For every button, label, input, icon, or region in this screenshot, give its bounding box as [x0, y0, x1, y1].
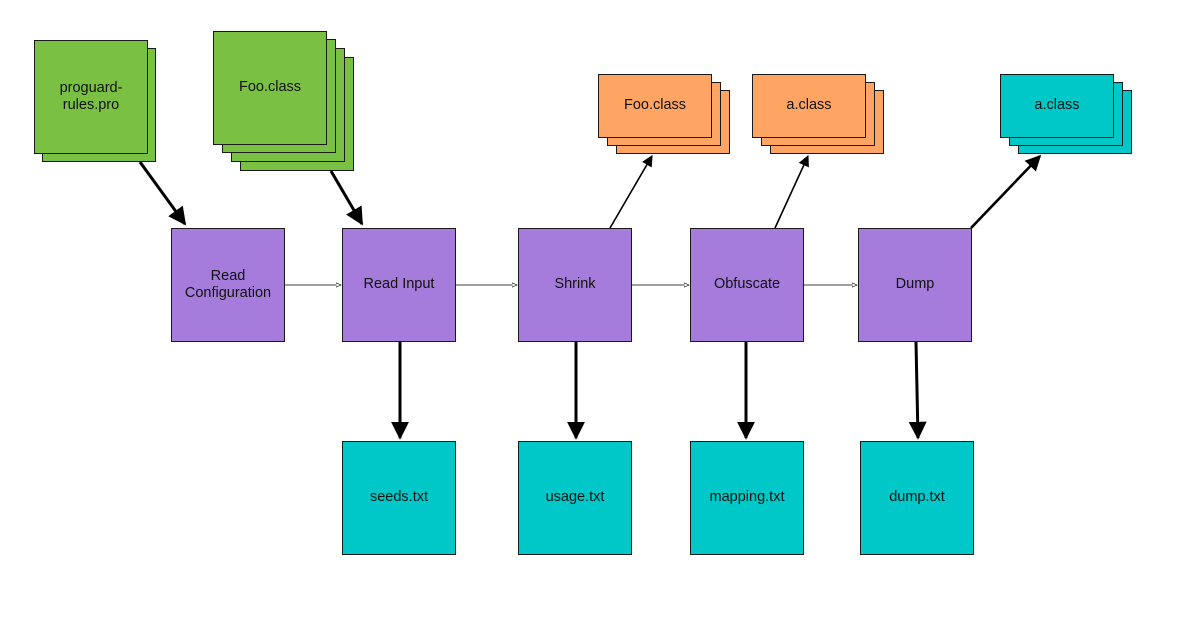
input-classes-label: Foo.class	[238, 79, 302, 96]
dump-output-classes-label: a.class	[1034, 97, 1080, 114]
mapping-file-label: mapping.txt	[709, 489, 785, 506]
shrink-label: Shrink	[554, 276, 596, 293]
read-configuration-step: Read Configuration	[171, 228, 285, 342]
read-input-step: Read Input	[342, 228, 456, 342]
usage-file-label: usage.txt	[545, 489, 605, 506]
shrink-output-classes-label: Foo.class	[623, 97, 687, 114]
input-classes-node: Foo.class	[213, 31, 327, 145]
obfuscate-output-classes-node: a.class	[752, 74, 866, 138]
rules-file-node: proguard- rules.pro	[34, 40, 148, 154]
seeds-file-node: seeds.txt	[342, 441, 456, 555]
dump-to-classes-edge	[970, 154, 1042, 229]
rules-to-read-configuration-edge	[138, 161, 187, 226]
obfuscate-step: Obfuscate	[690, 228, 804, 342]
dump-label: Dump	[895, 276, 935, 293]
dump-file-label: dump.txt	[889, 489, 945, 506]
classes-to-read-input-edge	[329, 170, 364, 226]
usage-file-node: usage.txt	[518, 441, 632, 555]
obfuscate-label: Obfuscate	[713, 276, 781, 293]
shrink-to-classes-edge	[609, 155, 653, 229]
dump-output-classes-node: a.class	[1000, 74, 1114, 138]
rules-file-label: proguard- rules.pro	[59, 79, 123, 113]
read-configuration-label: Read Configuration	[184, 267, 272, 301]
read-input-label: Read Input	[363, 276, 435, 293]
seeds-file-label: seeds.txt	[369, 489, 429, 506]
dump-file-node: dump.txt	[860, 441, 974, 555]
obfuscate-output-classes-label: a.class	[786, 97, 832, 114]
mapping-file-node: mapping.txt	[690, 441, 804, 555]
shrink-step: Shrink	[518, 228, 632, 342]
dump-step: Dump	[858, 228, 972, 342]
shrink-output-classes-node: Foo.class	[598, 74, 712, 138]
dump-to-dump-file-edge	[908, 341, 927, 440]
obfuscate-to-classes-edge	[774, 154, 809, 229]
